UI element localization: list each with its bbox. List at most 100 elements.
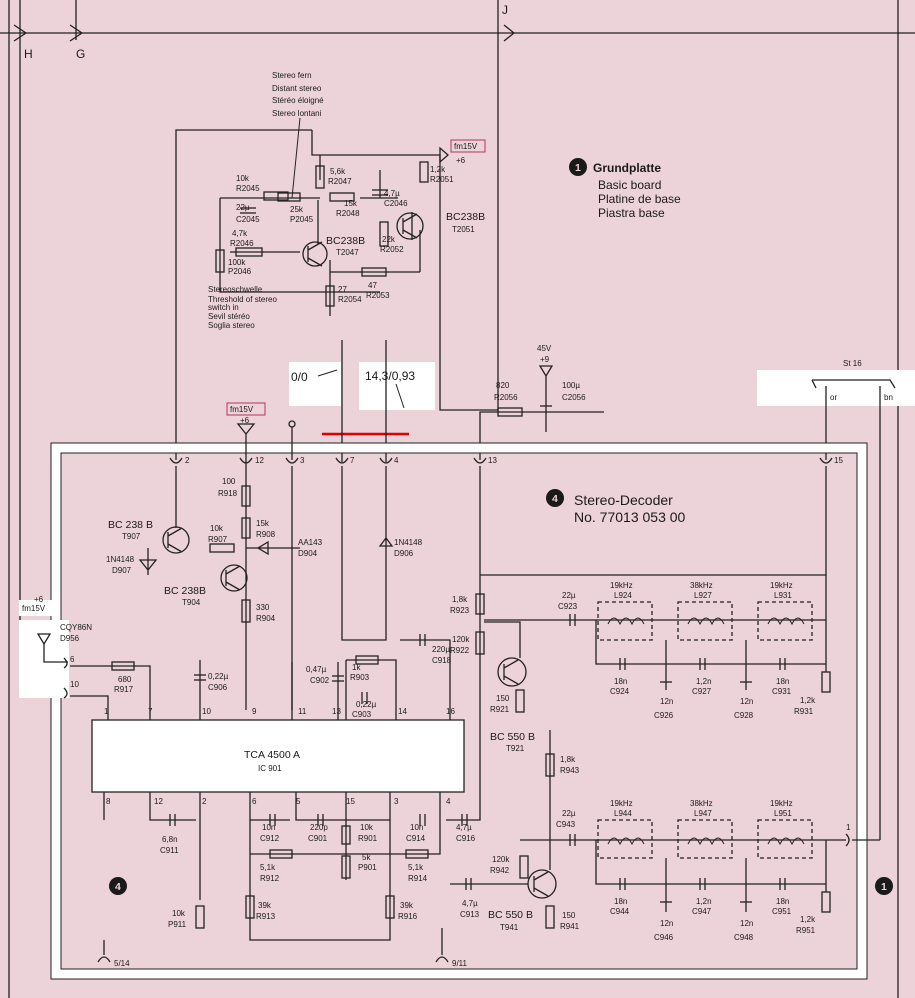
grundplatte-title: 1 Grundplatte Basic board Platine de bas… [569,158,681,220]
top-pins: 2 12 3 7 4 13 15 fm15V +6 [169,402,843,465]
c931-ref: C931 [772,687,792,696]
c948-value: 12n [740,919,753,928]
r941-value: 150 [562,911,576,920]
ic-pin-8: 8 [106,797,111,806]
c928-value: 12n [740,697,753,706]
c944-value: 18n [614,897,627,906]
l924-ref: L924 [614,591,632,600]
ic-pin-9: 9 [252,707,257,716]
d906-type: 1N4148 [394,538,423,547]
ic-pin-11: 11 [298,707,307,716]
c901-value: 220p [310,823,328,832]
ic-pin-5: 5 [296,797,301,806]
ic-pin-4: 4 [446,797,451,806]
bottom-pin-5-14: 5/14 [114,959,130,968]
p2046-ref: P2046 [228,267,252,276]
p911-ref: P911 [168,920,187,929]
r922-value: 120k [452,635,470,644]
c2046-ref: C2046 [384,199,408,208]
t904-ref: T904 [182,598,201,607]
t921-ref: T921 [506,744,525,753]
pin-13: 13 [488,456,497,465]
r908-ref: R908 [256,530,276,539]
r2045-value: 10k [236,174,250,183]
r951-ref: R951 [796,926,816,935]
c913-ref: C913 [460,910,480,919]
l924-freq: 19kHz [610,581,633,590]
c951-ref: C951 [772,907,792,916]
c923-value: 22µ [562,591,576,600]
p911-value: 10k [172,909,186,918]
l931-freq: 19kHz [770,581,793,590]
r904-value: 330 [256,603,270,612]
r908-value: 15k [256,519,270,528]
c927-ref: C927 [692,687,712,696]
r923-value: 1,8k [452,595,468,604]
fm15v-label-board: fm15V [230,405,254,414]
d906-ref: D906 [394,549,414,558]
r916-value: 39k [400,901,414,910]
r2053-ref: R2053 [366,291,390,300]
pin-15: 15 [834,456,843,465]
threshold-label: Threshold of stereo [208,295,277,304]
ic-pin-3: 3 [394,797,399,806]
c901-ref: C901 [308,834,328,843]
t907-ref: T907 [122,532,141,541]
plus6-label-led: +6 [34,595,44,604]
t2051-type: BC238B [446,211,485,223]
r903-ref: R903 [350,673,370,682]
c918-value: 220µ [432,645,450,654]
c918-ref: C918 [432,656,452,665]
d904-type: AA143 [298,538,323,547]
right-pin-1: 1 [846,823,851,832]
connector-h-label: H [24,47,33,61]
pin-7: 7 [350,456,355,465]
d907-type: 1N4148 [106,555,135,564]
grundplatte-title-text: Grundplatte [593,161,661,175]
grundplatte-line-1: Basic board [598,178,661,192]
r918-value: 100 [222,477,236,486]
c946-value: 12n [660,919,673,928]
d907-ref: D907 [112,566,132,575]
r2046-value: 4,7k [232,229,248,238]
c2056-value: 100µ [562,381,580,390]
fm15v-label-top: fm15V [454,142,478,151]
c911-ref: C911 [160,846,179,855]
r922-ref: R922 [450,646,470,655]
r931-ref: R931 [794,707,814,716]
v45-label: 45V [537,344,552,353]
stereoschwelle-label: Stereoschwelle [208,285,263,294]
ic-ref: IC 901 [258,764,282,773]
r901-value: 10k [360,823,374,832]
c903-ref: C903 [352,710,372,719]
plus6-label-top: +6 [456,156,466,165]
r942-value: 120k [492,855,510,864]
c946-ref: C946 [654,933,674,942]
r2056-value: 820 [496,381,510,390]
c924-ref: C924 [610,687,630,696]
p2045-value: 25k [290,205,304,214]
sevil-label: Sevil stéréo [208,312,250,321]
ic-pin-2: 2 [202,797,207,806]
board-4-marker: 4 [115,881,121,893]
grundplatte-line-3: Piastra base [598,206,665,220]
ic-pin-15: 15 [346,797,355,806]
st16-or-label: or [830,393,837,402]
l931-ref: L931 [774,591,792,600]
l927-ref: L927 [694,591,712,600]
st16-bn-label: bn [884,393,893,402]
r913-value: 39k [258,901,272,910]
r931-value: 1,2k [800,696,816,705]
r2048-value: 15k [344,199,358,208]
d956-type: CQY86N [60,623,92,632]
r943-ref: R943 [560,766,580,775]
ic-pin-10: 10 [202,707,211,716]
supply-45v: 45V +9 820 R2056 100µ C2056 [479,344,604,460]
distant-stereo-label: Distant stereo [272,84,322,93]
r941-ref: R941 [560,922,580,931]
left-pin-6: 6 [70,655,75,664]
r2054-ref: R2054 [338,295,362,304]
c2045-ref: C2045 [236,215,260,224]
c903-value: 0,22µ [356,700,377,709]
c906-value: 0,22µ [208,672,229,681]
